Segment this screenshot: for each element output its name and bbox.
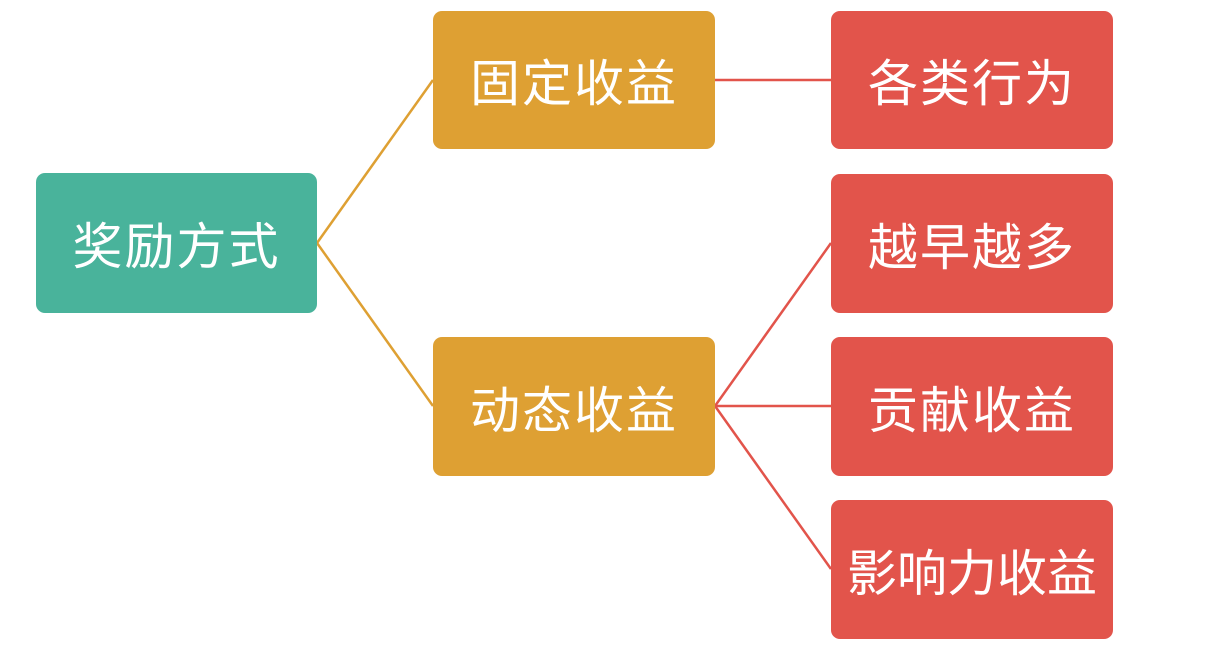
root-node-label: 奖励方式 <box>72 218 281 276</box>
leaf-node-various-actions: 各类行为 <box>831 11 1113 149</box>
leaf-node-influence-income-label: 影响力收益 <box>847 544 1097 603</box>
leaf-node-earlier-more-label: 越早越多 <box>868 218 1076 277</box>
node-dynamic-income-label: 动态收益 <box>470 381 678 440</box>
leaf-node-earlier-more: 越早越多 <box>831 174 1113 313</box>
node-fixed-income-label: 固定收益 <box>470 55 678 113</box>
leaf-node-various-actions-label: 各类行为 <box>868 55 1076 113</box>
node-dynamic-income: 动态收益 <box>433 337 715 476</box>
node-fixed-income: 固定收益 <box>433 11 715 149</box>
connector-dynamic-early <box>713 242 833 407</box>
leaf-node-contribution-income: 贡献收益 <box>831 337 1113 476</box>
leaf-node-contribution-income-label: 贡献收益 <box>868 381 1076 440</box>
leaf-node-influence-income: 影响力收益 <box>831 500 1113 639</box>
connector-root-fixed <box>315 79 435 244</box>
root-node-reward-method: 奖励方式 <box>36 173 317 313</box>
connector-dynamic-influence <box>713 405 833 570</box>
connector-root-dynamic <box>315 242 435 407</box>
